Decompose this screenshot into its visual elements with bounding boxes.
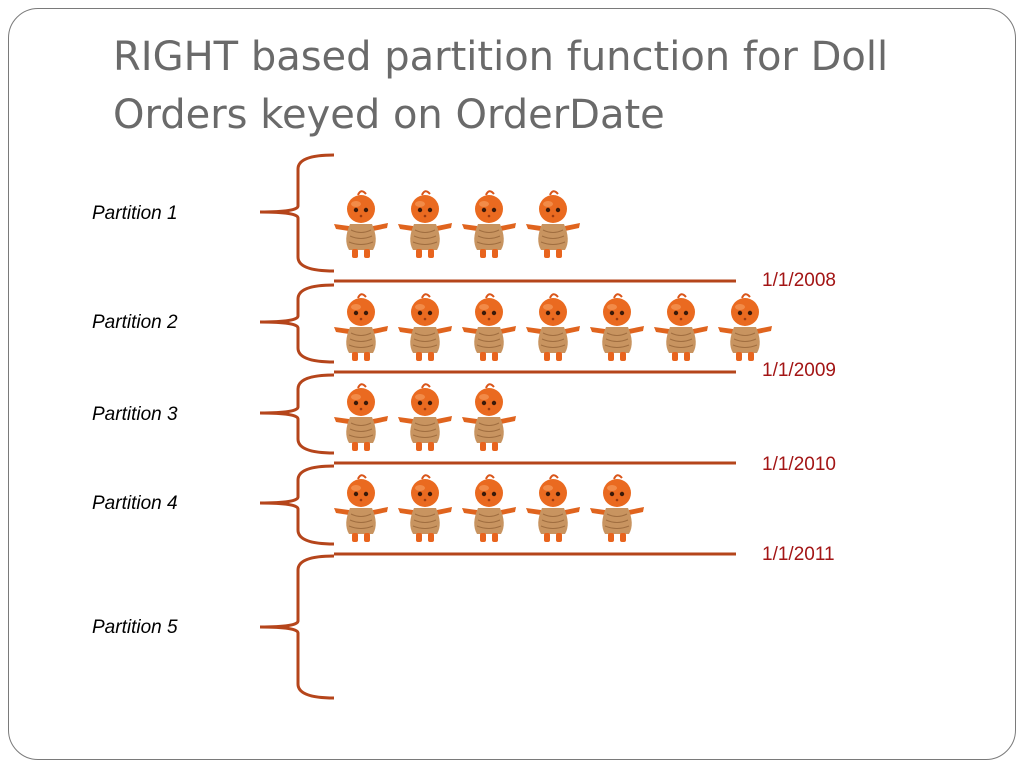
doll-icon <box>525 190 581 259</box>
partition-label-2: Partition 2 <box>92 312 178 333</box>
boundary-label-2: 1/1/2009 <box>762 360 836 381</box>
doll-icon <box>333 190 389 259</box>
boundary-label-3: 1/1/2010 <box>762 454 836 475</box>
doll-icon <box>461 293 517 362</box>
doll-icon <box>461 190 517 259</box>
partition-braces <box>259 153 335 700</box>
doll-rows <box>333 190 773 543</box>
partition-brace-4 <box>259 464 335 546</box>
doll-icon <box>461 383 517 452</box>
doll-icon <box>653 293 709 362</box>
partition-brace-1 <box>259 153 335 273</box>
slide-title-line-2: Orders keyed on OrderDate <box>113 92 665 138</box>
doll-icon <box>333 383 389 452</box>
doll-icon <box>525 293 581 362</box>
doll-icon <box>397 474 453 543</box>
partition-label-5: Partition 5 <box>92 617 178 638</box>
partition-brace-5 <box>259 554 335 700</box>
slide-title: RIGHT based partition function for Doll … <box>113 28 973 144</box>
slide-title-line-1: RIGHT based partition function for Doll <box>113 34 889 80</box>
partition-brace-2 <box>259 283 335 364</box>
boundary-label-1: 1/1/2008 <box>762 270 836 291</box>
doll-icon <box>525 474 581 543</box>
partition-label-3: Partition 3 <box>92 404 178 425</box>
doll-icon <box>397 383 453 452</box>
partition-label-4: Partition 4 <box>92 493 178 514</box>
doll-icon <box>397 293 453 362</box>
doll-icon <box>589 293 645 362</box>
doll-icon <box>397 190 453 259</box>
slide-frame <box>8 8 1016 760</box>
partition-brace-3 <box>259 373 335 455</box>
boundary-label-4: 1/1/2011 <box>762 544 835 565</box>
doll-icon <box>717 293 773 362</box>
doll-icon <box>589 474 645 543</box>
doll-icon <box>333 474 389 543</box>
doll-icon <box>461 474 517 543</box>
boundary-lines <box>334 279 736 556</box>
partition-label-1: Partition 1 <box>92 203 178 224</box>
doll-icon <box>333 293 389 362</box>
